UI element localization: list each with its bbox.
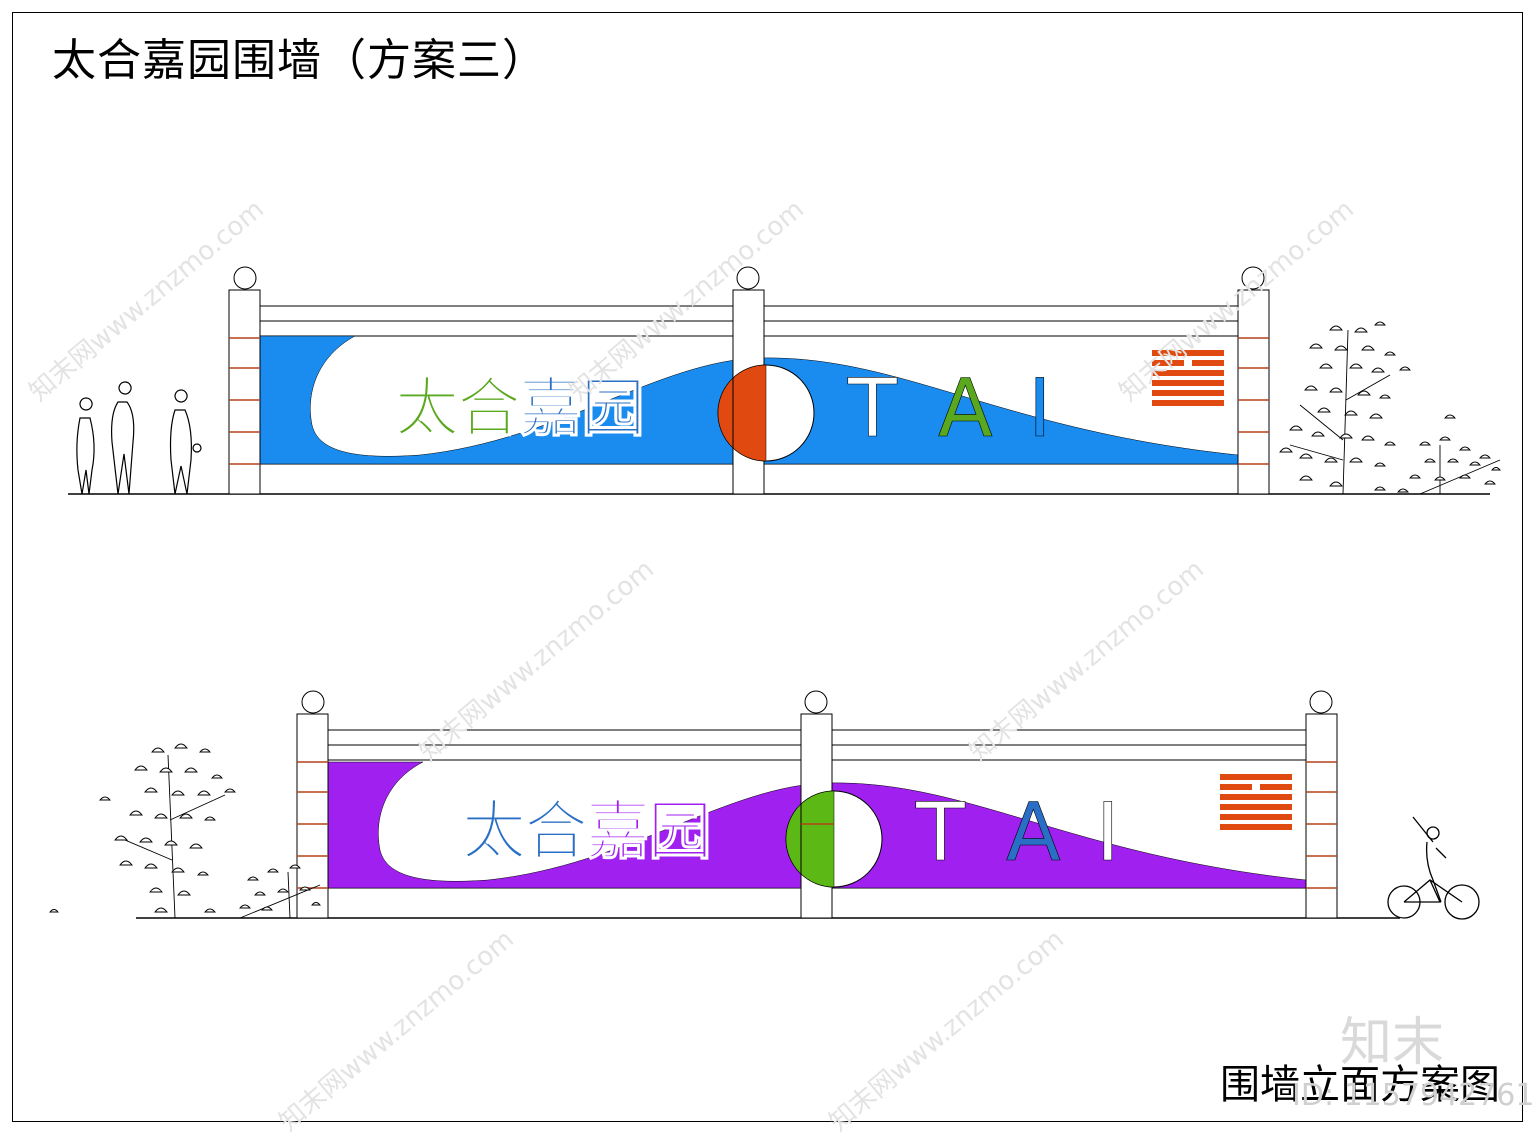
trigram-bar <box>1260 784 1292 790</box>
drawing-title: 太合嘉园围墙（方案三） <box>52 35 547 86</box>
tree-icon <box>1279 321 1501 495</box>
trigram-bar <box>1152 360 1184 366</box>
estate-letter: T <box>915 786 966 879</box>
estate-letter: I <box>1096 786 1120 879</box>
trigram-bar <box>1220 814 1292 820</box>
watermark-logo: 知末 <box>1340 1013 1445 1073</box>
round-emblem <box>717 364 815 462</box>
trigram-bar <box>1220 774 1292 780</box>
estate-name-char: 嘉 <box>519 372 581 446</box>
trigram-bar <box>1152 380 1224 386</box>
estate-letter: A <box>938 362 993 455</box>
trigram-bar <box>1152 350 1224 356</box>
post-left <box>296 690 329 919</box>
watermark-id: ID: 1157942761 <box>1292 1078 1535 1113</box>
estate-name-cn: 太合嘉园 <box>462 795 710 869</box>
post-ball <box>1241 266 1265 290</box>
estate-name-char: 园 <box>581 372 643 446</box>
trigram-icon <box>1152 350 1224 406</box>
post-ball <box>804 690 828 714</box>
post-left <box>228 266 261 495</box>
post-ball <box>301 690 325 714</box>
trigram-icon <box>1220 774 1292 830</box>
trigram-bar <box>1152 390 1224 396</box>
estate-letter: T <box>847 362 898 455</box>
trigram-bar <box>1192 360 1224 366</box>
trigram-bar <box>1220 784 1252 790</box>
estate-name-char: 太 <box>462 795 526 869</box>
post-right <box>1237 266 1270 495</box>
post-ball <box>736 266 760 290</box>
estate-name-char: 合 <box>457 372 521 446</box>
estate-letter: A <box>1006 786 1061 879</box>
tree-icon <box>49 743 321 919</box>
estate-name-char: 园 <box>648 795 710 869</box>
estate-name-char: 太 <box>395 372 459 446</box>
estate-name-cn: 太合嘉园 <box>395 372 643 446</box>
emblem-half-disc <box>717 364 767 462</box>
estate-name-char: 合 <box>524 795 588 869</box>
post-ball <box>233 266 257 290</box>
people-figures-icon <box>76 381 202 495</box>
round-emblem <box>785 790 883 888</box>
cyclist-icon <box>1387 816 1480 920</box>
trigram-bar <box>1152 400 1224 406</box>
drawing-frame <box>12 12 1523 1122</box>
estate-letter: I <box>1028 362 1052 455</box>
post-ball <box>1309 690 1333 714</box>
drawing-caption: 围墙立面方案图 <box>1220 1062 1500 1108</box>
trigram-bar <box>1220 824 1292 830</box>
trigram-bar <box>1220 804 1292 810</box>
estate-name-char: 嘉 <box>586 795 648 869</box>
trigram-bar <box>1152 370 1224 376</box>
emblem-half-disc <box>785 790 835 888</box>
trigram-bar <box>1220 794 1292 800</box>
post-right <box>1305 690 1338 919</box>
